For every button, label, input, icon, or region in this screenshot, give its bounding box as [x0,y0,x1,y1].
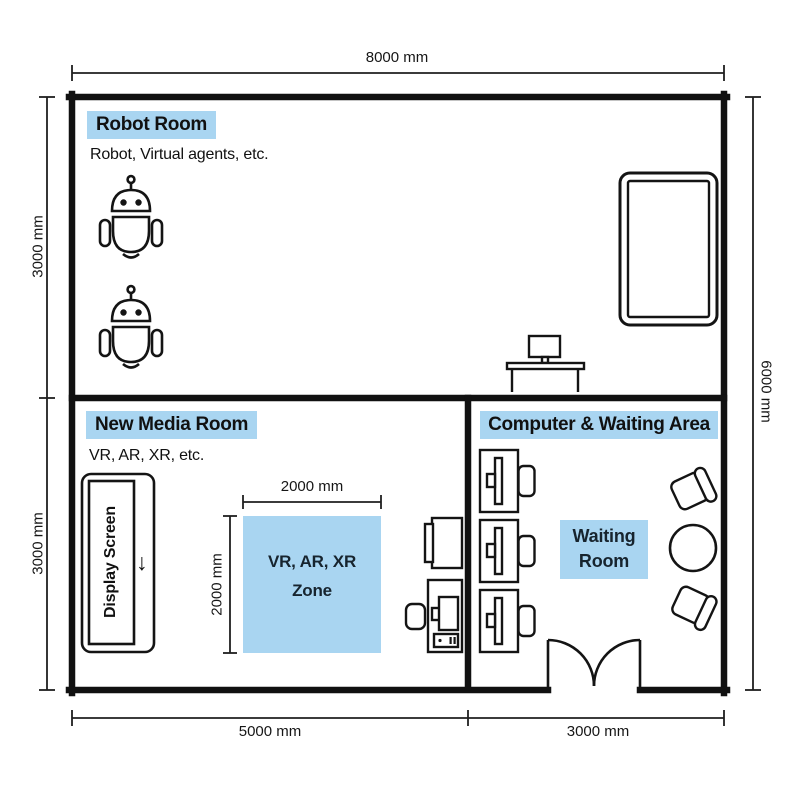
dim-right-label: 6000 mm [757,360,775,423]
vr-zone-area [243,516,381,653]
pc-desk-icon [404,578,464,654]
robot-room-title: Robot Room [87,111,216,139]
workstation-icon [478,588,536,654]
monitor-desk-icon [505,334,586,392]
double-door-icon [546,638,642,687]
down-arrow-icon: ↓ [136,549,148,575]
armchair-icon [670,466,718,511]
new-media-room-subtitle: VR, AR, XR, etc. [89,447,205,464]
vr-zone-label: VR, AR, XR Zone [243,548,381,606]
robot-icon [98,284,164,369]
walls [65,90,731,697]
dim-bottom-right-label: 3000 mm [566,723,630,740]
waiting-room-label: Waiting Room [560,520,648,580]
waiting-room-label-line2: Room [578,551,630,572]
side-desk-icon [423,516,464,570]
dimension-lines [39,65,761,726]
robot-icon [98,174,164,259]
workstation-icon [478,518,536,584]
dim-left-upper-label: 3000 mm [29,215,47,278]
workstation-icon [478,448,536,514]
vr-zone-label-line2: Zone [292,580,332,600]
dim-zone-height-label: 2000 mm [208,553,226,616]
display-screen-label: Display Screen [102,506,119,618]
vr-zone-label-line1: VR, AR, XR [267,552,357,571]
new-media-room-title: New Media Room [86,411,258,439]
computer-area-title: Computer & Waiting Area [480,411,718,439]
dim-top-label: 8000 mm [365,49,429,66]
display-board-icon [618,171,719,327]
dim-left-lower-label: 3000 mm [29,512,47,575]
dim-bottom-left-label: 5000 mm [238,723,302,740]
display-screen-icon [80,472,156,654]
armchair-icon [671,585,718,632]
dim-zone-width-label: 2000 mm [280,478,344,495]
waiting-room-label-line1: Waiting [572,526,636,546]
round-table-icon [668,523,718,573]
robot-room-subtitle: Robot, Virtual agents, etc. [90,146,269,163]
